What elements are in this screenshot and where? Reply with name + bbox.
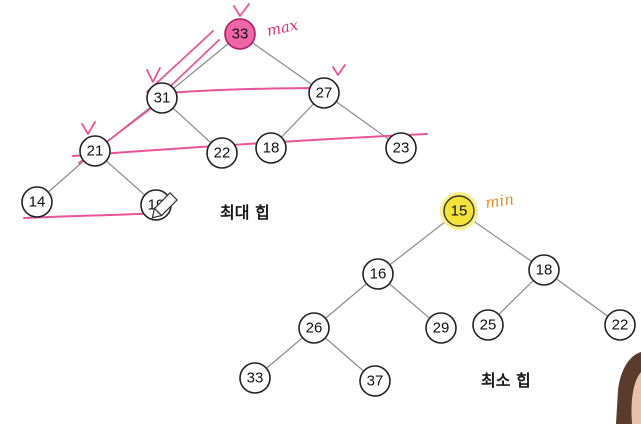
- ink-check-21: [81, 121, 96, 135]
- min-heap-edges: [254, 210, 621, 382]
- ink-check-root: [233, 3, 250, 17]
- node-label: 16: [370, 266, 387, 283]
- node-label: 31: [154, 90, 171, 107]
- ink-check-27: [332, 64, 346, 76]
- node-label: 18: [536, 262, 553, 279]
- node-label: 26: [306, 320, 323, 337]
- max-heap-edges: [36, 33, 402, 206]
- ink-diagonal-1: [146, 30, 214, 93]
- node-label: 23: [393, 140, 410, 157]
- heap-node: 16: [362, 258, 394, 290]
- ink-level2-line: [72, 133, 428, 157]
- heap-node: 26: [298, 312, 330, 344]
- ink-check-31: [146, 67, 161, 83]
- heap-node: 25: [472, 309, 504, 341]
- heap-node: 18: [528, 254, 560, 286]
- edge-33-27: [239, 33, 325, 94]
- node-label: 27: [316, 85, 333, 102]
- node-label: 37: [367, 373, 384, 390]
- node-label: 22: [612, 317, 629, 334]
- heap-node: 23: [385, 132, 417, 164]
- node-label: 14: [29, 194, 46, 211]
- heap-node: 37: [359, 365, 391, 397]
- node-label: 25: [480, 317, 497, 334]
- heap-node: 22: [604, 309, 636, 341]
- max-annotation: max: [265, 16, 300, 40]
- node-label: 29: [433, 320, 450, 337]
- heap-node: 27: [308, 77, 340, 109]
- node-label: 21: [87, 143, 104, 160]
- min-heap-title: 최소 힙: [481, 371, 531, 390]
- node-label: 15: [451, 203, 468, 220]
- min-root-circle: [443, 195, 475, 227]
- heap-node: 18: [255, 132, 287, 164]
- edge-33-31: [161, 33, 241, 99]
- min-heap-root-node: 15: [440, 192, 478, 230]
- max-root-circle: [224, 18, 256, 50]
- max-heap-root-node: 33: [224, 18, 256, 50]
- pencil-cursor-icon: [151, 192, 178, 219]
- heap-node: 29: [425, 312, 457, 344]
- heap-node: 22: [206, 137, 238, 169]
- heap-node: 31: [146, 82, 178, 114]
- max-heap-title: 최대 힙: [220, 203, 270, 222]
- node-label: 18: [263, 140, 280, 157]
- min-heap-nodes: 15 16 18 26 29 25 22 33: [239, 192, 636, 397]
- node-label: 33: [247, 370, 264, 387]
- node-label: 33: [232, 26, 249, 43]
- heap-node: 21: [79, 135, 111, 167]
- presenter-thumbnail: [616, 352, 641, 424]
- node-label: 22: [214, 145, 231, 162]
- min-annotation: min: [484, 190, 515, 212]
- max-heap-nodes: 33 31 27 21 22 18 23 14: [21, 18, 417, 221]
- heap-node: 14: [21, 186, 53, 218]
- heap-node: 33: [239, 362, 271, 394]
